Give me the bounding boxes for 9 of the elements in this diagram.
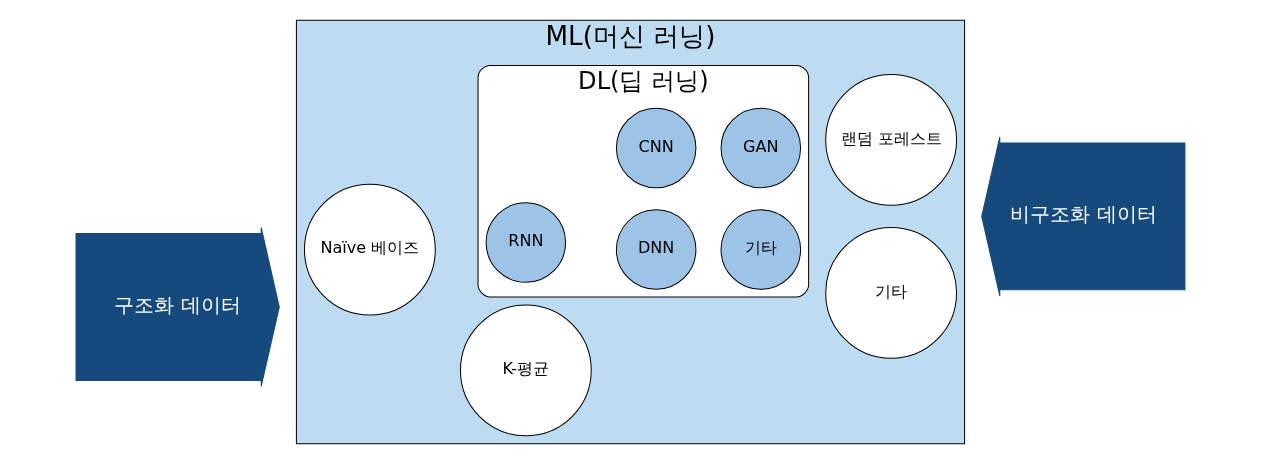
node-circle: Naïve 베이즈 [303, 183, 436, 316]
node-circle: GAN [720, 107, 802, 189]
node-circle: CNN [615, 107, 697, 189]
node-circle: DNN [615, 209, 697, 290]
node-circle: 기타 [825, 226, 958, 359]
node-circle: 기타 [720, 209, 802, 290]
node-circle: RNN [485, 202, 567, 283]
node-circle: 랜덤 포레스트 [825, 74, 958, 206]
node-circle: K-평균 [459, 304, 592, 437]
